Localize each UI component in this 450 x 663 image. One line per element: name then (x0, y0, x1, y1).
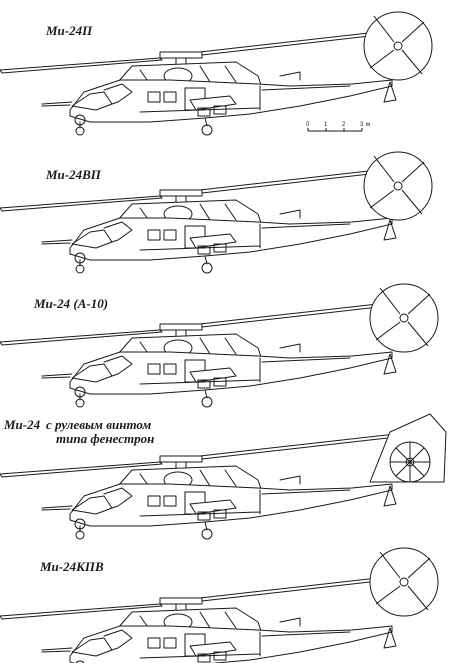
variant-note-line2: типа фенестрон (56, 431, 155, 446)
variant-label-mi24: Ми-24 (4, 417, 41, 432)
variant-label-mi24p: Ми-24П (46, 23, 93, 38)
scale-tick-0: 0 (306, 122, 310, 128)
variant-note-line1: с рулевым винтом (46, 417, 152, 432)
scale-bar (307, 128, 363, 132)
scale-tick-2: 2 (342, 122, 346, 128)
variant-label-mi24-a10: Ми-24 (А-10) (34, 296, 109, 311)
scale-tick-3: 3 (360, 122, 364, 128)
variant-label-mi24vp: Ми-24ВП (46, 167, 101, 182)
scale-tick-1: 1 (324, 122, 328, 128)
variant-label-mi24kpv: Ми-24КПВ (40, 559, 104, 574)
scale-unit: м (366, 122, 371, 128)
